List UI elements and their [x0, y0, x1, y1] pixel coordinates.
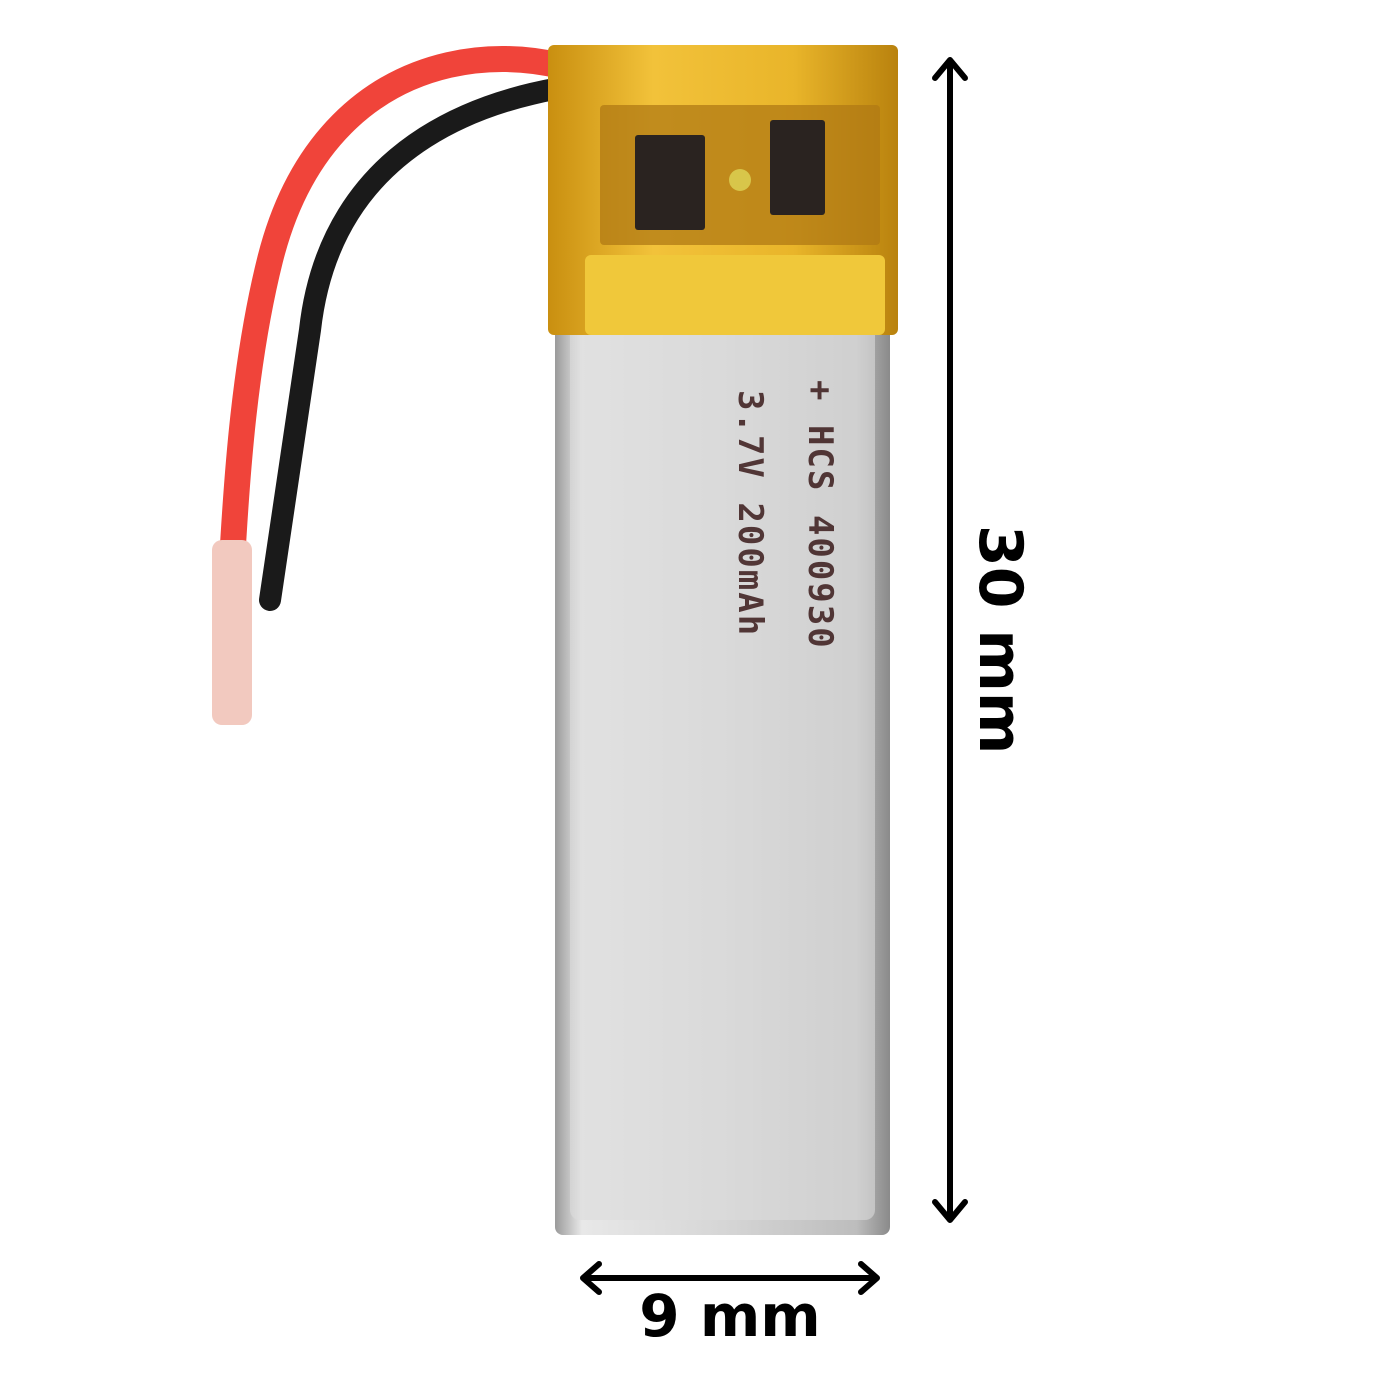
protection-chip-1: [635, 135, 705, 230]
height-dimension-arrow: [932, 57, 968, 1223]
width-dimension-label: 9 mm: [639, 1282, 821, 1350]
cell-print-line-1: + HCS 400930: [800, 380, 840, 650]
cell-top-yellow: [585, 255, 885, 335]
protection-chip-2: [770, 120, 825, 215]
voltage-text: 3.7V: [730, 390, 770, 480]
capacity-text: 200mAh: [730, 502, 770, 638]
cell-print-line-2: 3.7V 200mAh: [730, 390, 770, 637]
model-code: 400930: [800, 514, 840, 650]
polarity-mark: +: [800, 380, 840, 403]
wire-tip-sleeve: [212, 540, 252, 725]
width-dimension-arrow: [580, 1261, 880, 1295]
brand-mark: HCS: [800, 424, 840, 493]
height-dimension-label: 30 mm: [965, 525, 1035, 755]
